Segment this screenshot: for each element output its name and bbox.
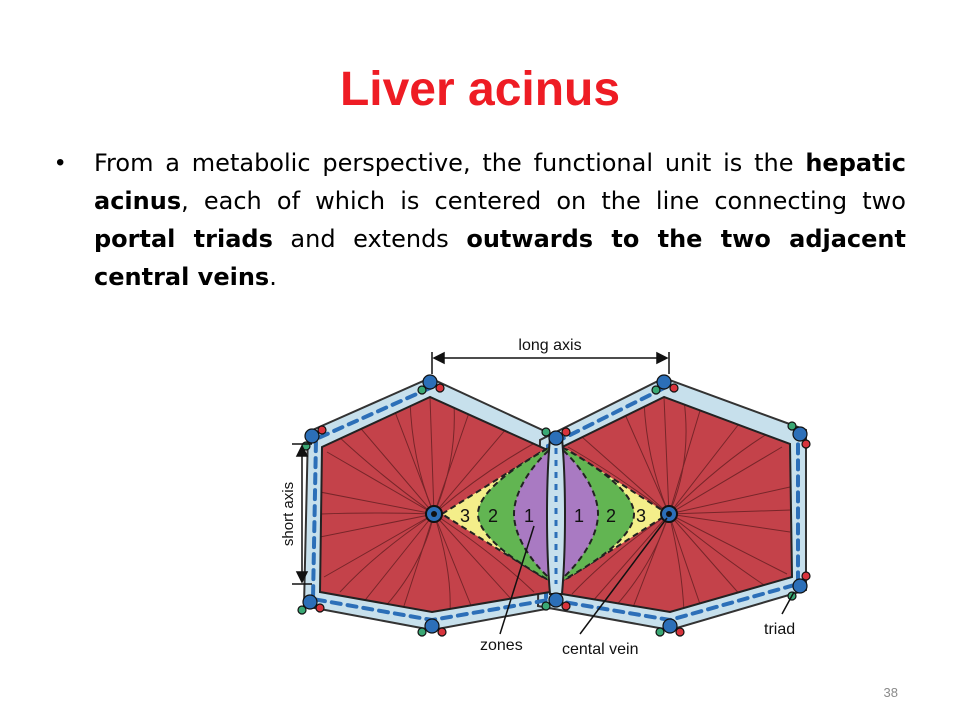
zones-label: zones (480, 637, 523, 654)
bullet-bold-hepatic-acinus: hepatic acinus (94, 149, 906, 215)
central-vein-right (660, 505, 678, 523)
portal-triad (787, 421, 811, 449)
zone-number-right-2: 2 (606, 506, 616, 526)
label-leader-lines (499, 517, 795, 635)
zone-number-right-1: 1 (574, 506, 584, 526)
central-vein-left (425, 505, 443, 523)
zone-number-left-3: 3 (460, 506, 470, 526)
portal-triad (541, 592, 571, 611)
bullet-text-part-4: . (269, 263, 277, 291)
triad-label: triad (764, 621, 795, 638)
long-axis-marker (431, 351, 670, 374)
hepatic-cords-right (567, 397, 792, 612)
portal-triad (417, 374, 445, 395)
central-vein-label: cental vein (562, 641, 639, 658)
bullet-text-part-3: and extends (272, 225, 467, 253)
bullet-point: • From a metabolic perspective, the func… (56, 144, 906, 296)
bullet-text-part-1: From a metabolic perspective, the functi… (94, 149, 806, 177)
short-axis-label: short axis (280, 482, 297, 546)
bullet-text-part-2: , each of which is centered on the line … (181, 187, 906, 215)
zone-number-right-3: 3 (636, 506, 646, 526)
portal-triad (541, 427, 571, 446)
portal-triads (297, 374, 811, 637)
portal-triad (651, 374, 679, 395)
central-septum (546, 437, 566, 595)
portal-triad (417, 618, 447, 637)
slide-number: 38 (883, 685, 898, 700)
bullet-marker: • (56, 149, 65, 176)
bullet-bold-portal-triads: portal triads (94, 225, 273, 253)
hepatic-cords-left (320, 397, 541, 612)
long-axis-label: long axis (518, 337, 581, 354)
portal-triad (297, 594, 325, 615)
zone-number-left-1: 1 (524, 506, 534, 526)
short-axis-marker (292, 443, 312, 585)
bullet-bold-central-veins: outwards to the two adjacent central vei… (94, 225, 906, 291)
zone-number-left-2: 2 (488, 506, 498, 526)
portal-triad (655, 618, 685, 637)
septum-dashes (310, 386, 800, 623)
liver-acinus-diagram: 3 2 1 1 2 3 long axis short axis zones c… (280, 337, 811, 658)
slide-title: Liver acinus (339, 63, 621, 116)
bullet-text: From a metabolic perspective, the functi… (94, 144, 906, 296)
